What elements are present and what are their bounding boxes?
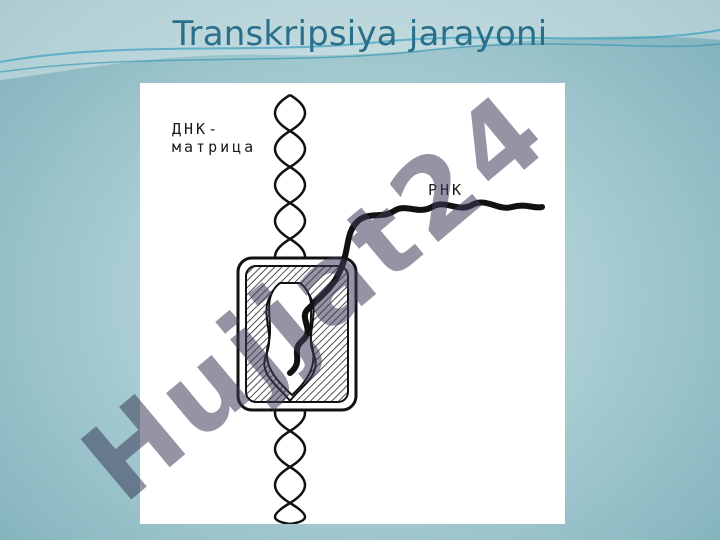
- dna-label-line2: матрица: [172, 138, 257, 156]
- rna-label: РНК: [428, 181, 465, 199]
- rna-polymerase: [236, 256, 358, 412]
- header-swoosh: [0, 0, 720, 80]
- transcription-diagram: [236, 93, 545, 524]
- slide-title: Transkripsiya jarayoni: [172, 14, 548, 54]
- transcription-figure: ДНК- матрица РНК: [140, 83, 565, 524]
- dna-template-label: ДНК- матрица: [172, 120, 256, 156]
- rna-strand: [287, 199, 545, 376]
- dna-label-line1: ДНК-: [172, 120, 221, 138]
